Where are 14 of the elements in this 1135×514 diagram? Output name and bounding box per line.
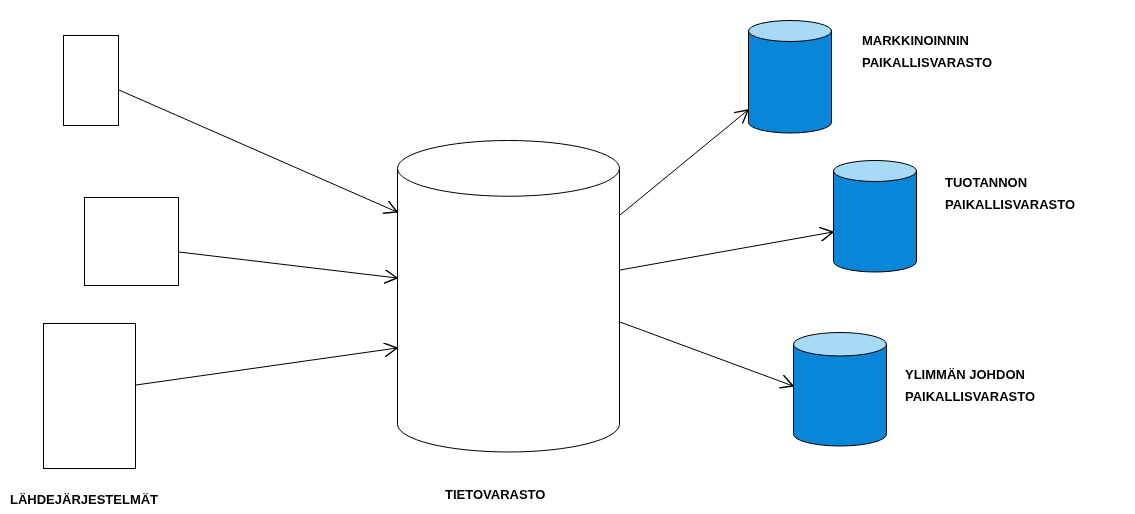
node-caption: YLIMMÄN JOHDON PAIKALLISVARASTO <box>905 366 1036 406</box>
arrow <box>118 89 398 214</box>
node-caption: TIETOVARASTO <box>445 486 547 504</box>
source-system-box <box>43 323 136 469</box>
node-caption: TUOTANNON PAIKALLISVARASTO <box>945 174 1076 214</box>
node-caption: MARKKINOINNIN PAIKALLISVARASTO <box>862 32 993 72</box>
arrow <box>619 226 834 271</box>
arrow <box>619 321 794 389</box>
group-label: LÄHDEJÄRJESTELMÄT <box>10 491 159 509</box>
arrow <box>178 251 398 285</box>
arrow <box>135 342 398 386</box>
source-system-box <box>63 35 119 126</box>
arrow <box>619 109 749 216</box>
source-system-box <box>84 197 179 286</box>
